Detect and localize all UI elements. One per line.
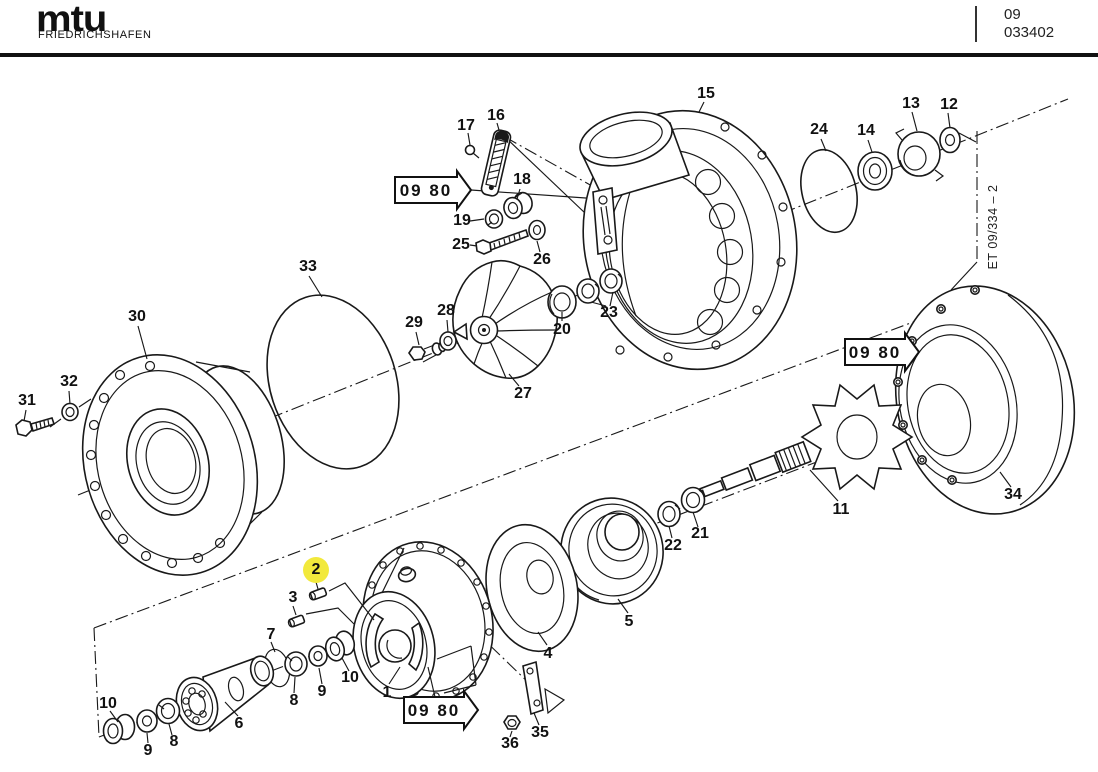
part-callout-14: 14 <box>857 122 875 139</box>
part-15-housing <box>579 109 798 371</box>
part-callout-20: 20 <box>553 321 571 338</box>
svg-text:09 80: 09 80 <box>408 701 461 720</box>
part-callout-24: 24 <box>810 121 828 138</box>
part-callout-31: 31 <box>18 392 36 409</box>
part-callout-10: 10 <box>99 695 117 712</box>
part-callout-18: 18 <box>513 171 531 188</box>
part-12-washer <box>939 126 961 154</box>
edition-reference: ET 09/334 – 2 <box>986 185 1000 270</box>
part-23-circlips <box>576 268 623 304</box>
part-5-disc <box>560 497 664 605</box>
part-callout-19: 19 <box>453 212 471 229</box>
part-callout-33: 33 <box>299 258 317 275</box>
part-callout-5: 5 <box>624 613 634 630</box>
part-30-housing <box>81 354 285 576</box>
part-callout-25: 25 <box>452 236 470 253</box>
part-2-pin <box>308 587 328 601</box>
part-callout-21: 21 <box>691 525 709 542</box>
part-callout-2-highlighted: 2 <box>303 557 329 583</box>
part-10-bushing-left <box>102 713 136 745</box>
part-28-washer <box>439 331 457 351</box>
doc-number: 033402 <box>1004 24 1055 41</box>
part-22-circlip <box>657 500 681 528</box>
part-16-strap <box>480 129 512 197</box>
header-separator <box>975 6 977 42</box>
part-14-bearing <box>857 151 893 191</box>
part-callout-32: 32 <box>60 373 78 390</box>
part-35-bracket <box>522 660 566 716</box>
part-6-sleeve <box>175 655 275 733</box>
svg-text:09 80: 09 80 <box>400 181 453 200</box>
svg-text:09 80: 09 80 <box>849 343 902 362</box>
part-callout-34: 34 <box>1004 486 1022 503</box>
part-25-bolt <box>475 228 530 255</box>
part-callout-28: 28 <box>437 302 455 319</box>
part-3-pin <box>287 614 306 628</box>
part-callout-35: 35 <box>531 724 549 741</box>
part-26-washer <box>528 219 546 241</box>
ref-box-bottom: 09 80 <box>403 687 480 733</box>
mtu-logo: mtu <box>36 0 107 40</box>
part-33-oring <box>266 294 400 470</box>
part-1-hub <box>352 541 494 701</box>
doc-group: 09 <box>1004 6 1021 23</box>
part-callout-3: 3 <box>288 589 298 606</box>
leader-lines <box>23 101 1012 744</box>
part-36-nut <box>503 715 521 730</box>
part-callout-27: 27 <box>514 385 532 402</box>
part-9-washer-left <box>136 709 158 733</box>
part-callout-9: 9 <box>317 683 327 700</box>
part-callout-17: 17 <box>457 117 475 134</box>
mtu-logo-subtext: FRIEDRICHSHAFEN <box>38 29 152 41</box>
part-callout-4: 4 <box>543 645 553 662</box>
header-rule <box>0 53 1098 57</box>
page-header: mtu FRIEDRICHSHAFEN 09 033402 <box>0 0 1098 55</box>
part-13-cap <box>895 128 945 182</box>
part-callout-10: 10 <box>341 669 359 686</box>
part-callout-1: 1 <box>382 684 392 701</box>
part-18-bushing <box>503 191 533 220</box>
part-callout-9: 9 <box>143 742 153 759</box>
part-31-bolt <box>15 398 92 437</box>
part-callout-22: 22 <box>664 537 682 554</box>
part-callout-12: 12 <box>940 96 958 113</box>
part-17-rivet <box>464 144 480 159</box>
part-callout-26: 26 <box>533 251 551 268</box>
part-callout-15: 15 <box>697 85 715 102</box>
part-callout-30: 30 <box>128 308 146 325</box>
part-callout-16: 16 <box>487 107 505 124</box>
document-number: 09 033402 <box>1004 6 1054 42</box>
part-callout-6: 6 <box>234 715 244 732</box>
part-11-turbine-shaft <box>692 383 914 501</box>
part-10-bushing-right <box>324 630 356 662</box>
part-callout-13: 13 <box>902 95 920 112</box>
part-9-washer-right <box>308 645 328 667</box>
part-callout-8: 8 <box>289 692 299 709</box>
ref-box-top: 09 80 <box>394 167 473 213</box>
part-callout-29: 29 <box>405 314 423 331</box>
part-19-circlip <box>484 209 504 229</box>
part-callout-8: 8 <box>169 733 179 750</box>
part-34-disc <box>892 284 1076 515</box>
part-8-circlip-right <box>284 651 308 677</box>
part-29-fitting <box>408 341 446 363</box>
part-27-compressor-wheel <box>452 259 559 380</box>
part-4-disc <box>485 523 579 653</box>
part-32-nut <box>61 402 79 422</box>
part-callout-23: 23 <box>600 304 618 321</box>
ref-box-middle: 09 80 <box>844 329 921 375</box>
part-callout-36: 36 <box>501 735 519 752</box>
part-24-oring <box>800 148 858 234</box>
part-8-circlip-left <box>155 697 181 725</box>
part-callout-11: 11 <box>832 501 850 518</box>
part-21-circlip <box>680 486 706 514</box>
part-callout-7: 7 <box>266 626 276 643</box>
